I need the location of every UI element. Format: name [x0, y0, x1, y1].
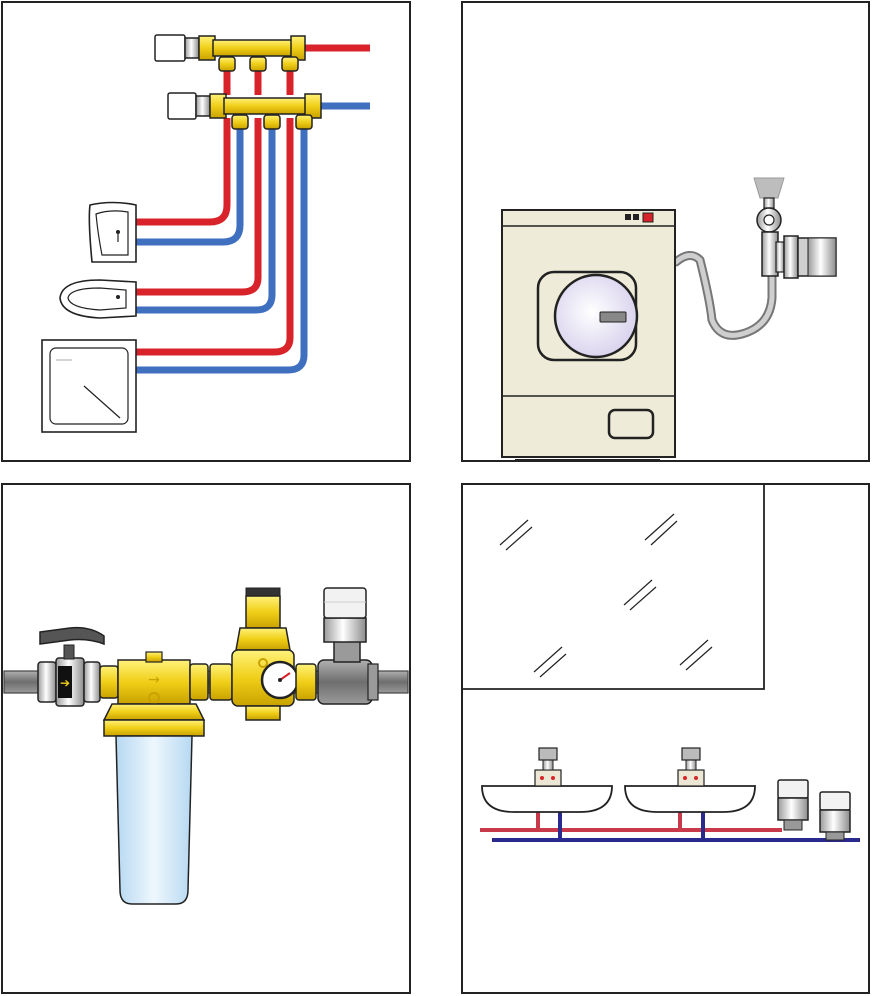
filter-icon: → — [102, 651, 206, 905]
panel-washing-machine — [461, 1, 870, 462]
washbasin-icon — [88, 201, 137, 263]
mirror-icon — [462, 484, 765, 690]
cold-pipes — [136, 102, 370, 374]
union-fitting-3 — [209, 663, 233, 701]
shutoff-valve-icon — [777, 779, 809, 831]
shutoff-valve-icon — [819, 791, 851, 841]
thermostatic-valve-icon — [317, 587, 379, 705]
angle-valve-icon — [753, 177, 837, 279]
washbasin-icon — [481, 747, 613, 813]
union-fitting-2 — [189, 663, 209, 701]
washing-machine-icon — [501, 209, 676, 461]
cold-manifold — [167, 92, 322, 130]
panel-manifold-distribution — [1, 1, 411, 462]
filter-arrow: → — [148, 672, 160, 688]
pressure-gauge-icon — [260, 660, 300, 700]
shower-tray-icon — [41, 339, 137, 433]
ball-valve-icon: ➔ — [37, 626, 105, 707]
panel-filter-reducer-assembly: ➔ → — [1, 483, 411, 994]
union-fitting — [99, 665, 119, 699]
washbasin-icon — [624, 747, 756, 813]
hot-manifold — [154, 34, 306, 72]
bidet-icon — [59, 279, 137, 319]
flow-direction-icon: ➔ — [60, 676, 70, 690]
union-fitting-4 — [295, 663, 317, 701]
panel-bathroom-washbasins — [461, 483, 870, 994]
